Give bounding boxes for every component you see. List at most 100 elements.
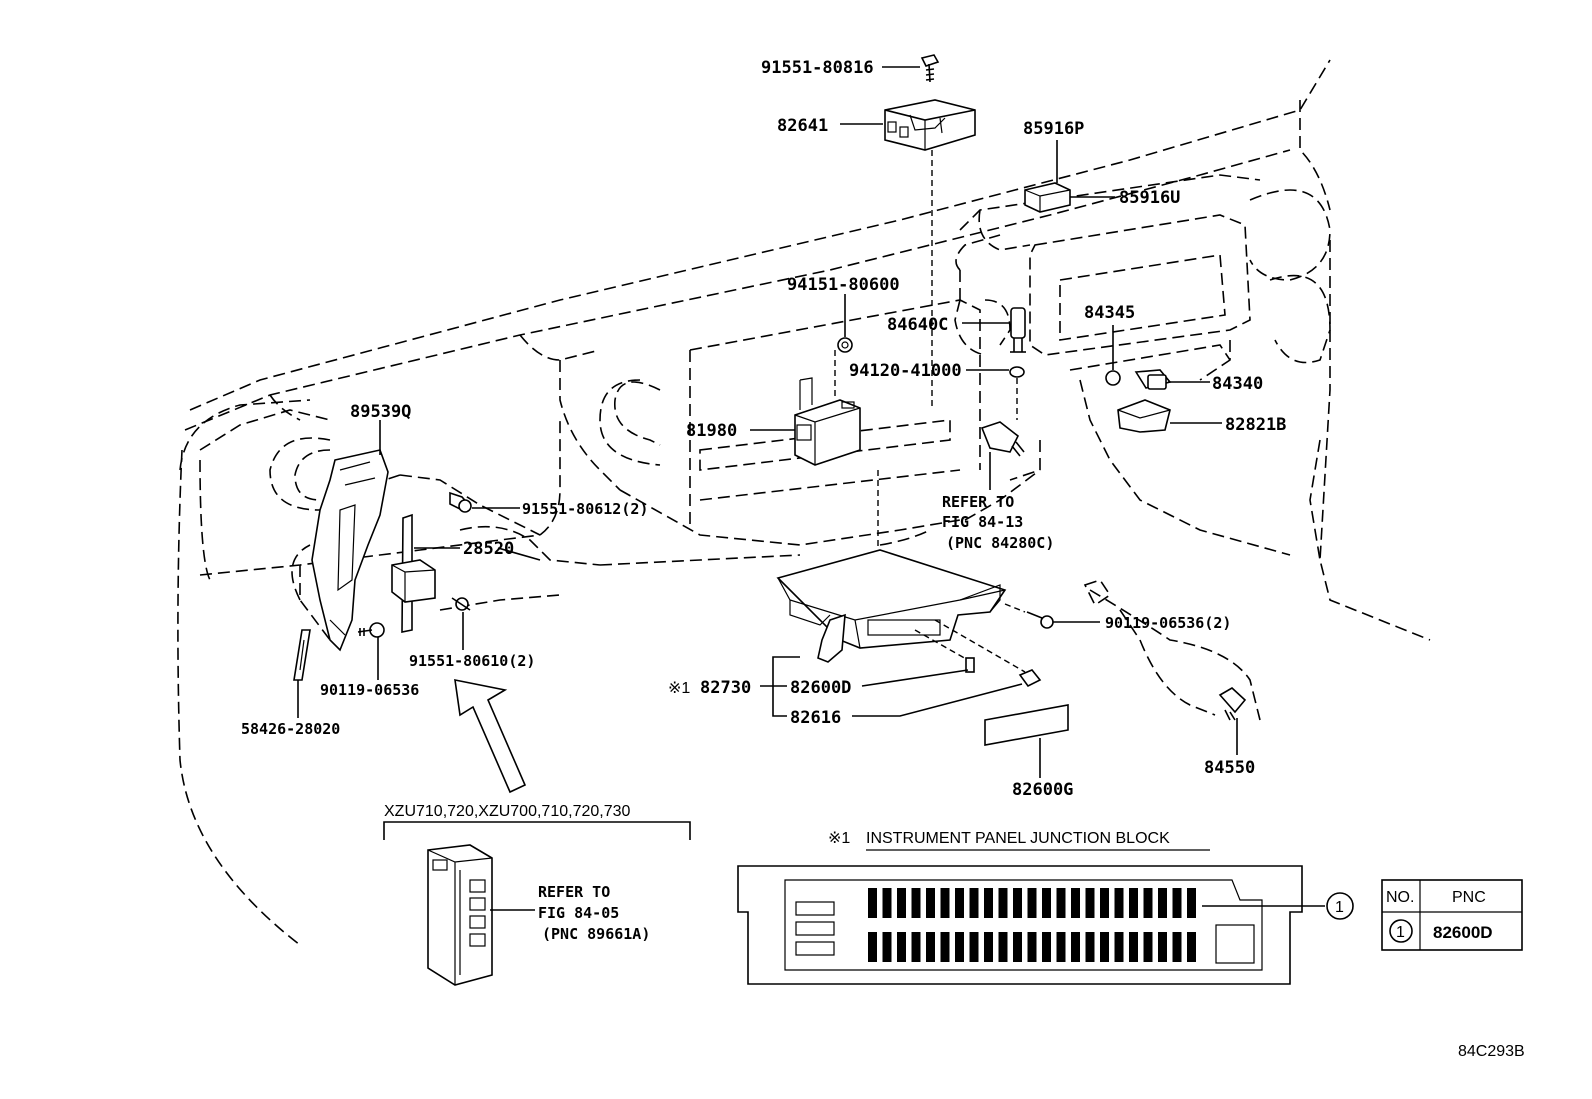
part-82600D-fuse[interactable] (965, 657, 975, 673)
label-81980: 81980 (686, 421, 737, 441)
fuse-slot (969, 932, 979, 962)
jb-title: INSTRUMENT PANEL JUNCTION BLOCK (866, 830, 1170, 847)
pnc-header-pnc: PNC (1452, 889, 1486, 906)
leader-28520-tail (497, 547, 541, 561)
part-89661A-ecu[interactable] (427, 844, 493, 986)
fuse-slot (969, 888, 979, 918)
fuse-slot (1187, 932, 1196, 962)
fuse-slot (1100, 932, 1109, 962)
part-91551-80612-screw[interactable] (449, 491, 472, 513)
fuse-slot (1172, 932, 1182, 962)
fuse-slot (940, 888, 950, 918)
fuse-slot (1158, 888, 1167, 918)
part-84550-socket[interactable] (1218, 687, 1247, 721)
fuse-slot (868, 932, 877, 962)
part-82641-unit[interactable] (884, 99, 976, 151)
fuse-slot (1027, 932, 1037, 962)
label-82600G: 82600G (1012, 780, 1073, 800)
label-84550: 84550 (1204, 758, 1255, 778)
fuse-slot (1027, 888, 1037, 918)
fuse-row-top (868, 888, 1196, 918)
part-84550-lamp (1083, 579, 1112, 607)
label-89539Q: 89539Q (350, 402, 411, 422)
fuse-slot (1114, 932, 1124, 962)
bolt-91551-80816[interactable] (920, 54, 940, 83)
part-82730-junction-block[interactable] (776, 549, 1007, 663)
fuse-slot (984, 932, 993, 962)
fuse-slot (955, 932, 964, 962)
inset-refer-line1: REFER TO (538, 883, 610, 901)
fuse-slot (984, 888, 993, 918)
fuse-slot (955, 888, 964, 918)
fuse-slot (1013, 932, 1022, 962)
part-81980-unit[interactable] (794, 377, 861, 466)
part-82600G-label[interactable] (984, 704, 1069, 746)
inset-refer-line2: FIG 84-05 (538, 904, 619, 922)
label-82641: 82641 (777, 116, 828, 136)
fuse-slot (868, 888, 877, 918)
fuse-slot (1143, 932, 1153, 962)
part-84345-nut[interactable] (1105, 370, 1121, 386)
label-82821B: 82821B (1225, 415, 1286, 435)
fuse-slot (897, 932, 906, 962)
fuse-slot (1056, 888, 1066, 918)
part-84340-switch[interactable] (1134, 369, 1172, 390)
part-89539Q-bracket[interactable] (311, 449, 389, 652)
part-82821B-cover[interactable] (1117, 399, 1171, 433)
fuse-slot (1187, 888, 1196, 918)
fuse-slot (882, 888, 892, 918)
label-91551-80816: 91551-80816 (761, 58, 874, 78)
figure-id: 84C293B (1458, 1043, 1525, 1060)
dash-jb-right (934, 619, 1026, 673)
pnc-row-pnc: 82600D (1433, 923, 1493, 942)
fuse-slot (1100, 888, 1109, 918)
part-91551-80610-screw[interactable] (451, 597, 471, 611)
fuse-slot (998, 932, 1008, 962)
part-84280C-switch[interactable] (980, 421, 1025, 457)
label-28520: 28520 (463, 539, 514, 559)
part-90119-06536-screw[interactable] (357, 622, 385, 638)
inset-models-label: XZU710,720,XZU700,710,720,730 (384, 803, 631, 820)
part-94151-80600-nut[interactable] (837, 337, 853, 353)
fuse-slot (1085, 888, 1095, 918)
fuse-slot (1129, 888, 1138, 918)
label-84640C: 84640C (887, 315, 948, 335)
fuse-slot (911, 932, 921, 962)
pnc-header-no: NO. (1386, 889, 1414, 906)
fuse-slot (1143, 888, 1153, 918)
dash-right-screw (1004, 603, 1026, 613)
fuse-slot (998, 888, 1008, 918)
svg-text:REFER TO: REFER TO (942, 493, 1014, 511)
part-84640C-switch[interactable] (1010, 307, 1026, 353)
part-82616-clip[interactable] (1018, 669, 1042, 688)
label-91551-80612: 91551-80612(2) (522, 500, 648, 518)
fuse-slot (1114, 888, 1124, 918)
part-58426-28020-strip[interactable] (293, 629, 311, 681)
part-28520-relay[interactable] (391, 513, 436, 633)
fuse-slot (1071, 888, 1080, 918)
label-84340: 84340 (1212, 374, 1263, 394)
label-58426-28020: 58426-28020 (241, 720, 340, 738)
fuse-slot (897, 888, 906, 918)
fuse-slot (1158, 932, 1167, 962)
inset-refer-line3: (PNC 89661A) (542, 925, 650, 943)
label-94151-80600: 94151-80600 (787, 275, 900, 295)
svg-text:FIG 84-13: FIG 84-13 (942, 513, 1023, 531)
part-94120-41000-nut[interactable] (1009, 366, 1025, 378)
jb-callout-no: 1 (1335, 899, 1344, 916)
part-90119-06536-right-screw[interactable] (1026, 611, 1054, 629)
fuse-slot (1129, 932, 1138, 962)
dash-jb-down (914, 629, 969, 661)
pnc-row-circle (1389, 919, 1413, 943)
fuse-slot (926, 888, 935, 918)
part-85916-sensor[interactable] (1024, 182, 1071, 213)
arrow-to-inset (454, 678, 527, 794)
pnc-table: NO. PNC 1 82600D (1381, 879, 1523, 951)
fuse-slot (1013, 888, 1022, 918)
label-82616: 82616 (790, 708, 841, 728)
label-94120-41000: 94120-41000 (849, 361, 962, 381)
label-84345: 84345 (1084, 303, 1135, 323)
label-90119-06536-2: 90119-06536(2) (1105, 614, 1231, 632)
refer-fig-84-13[interactable]: REFER TO FIG 84-13 (PNC 84280C) (942, 493, 1054, 552)
label-82600D: 82600D (790, 678, 851, 698)
